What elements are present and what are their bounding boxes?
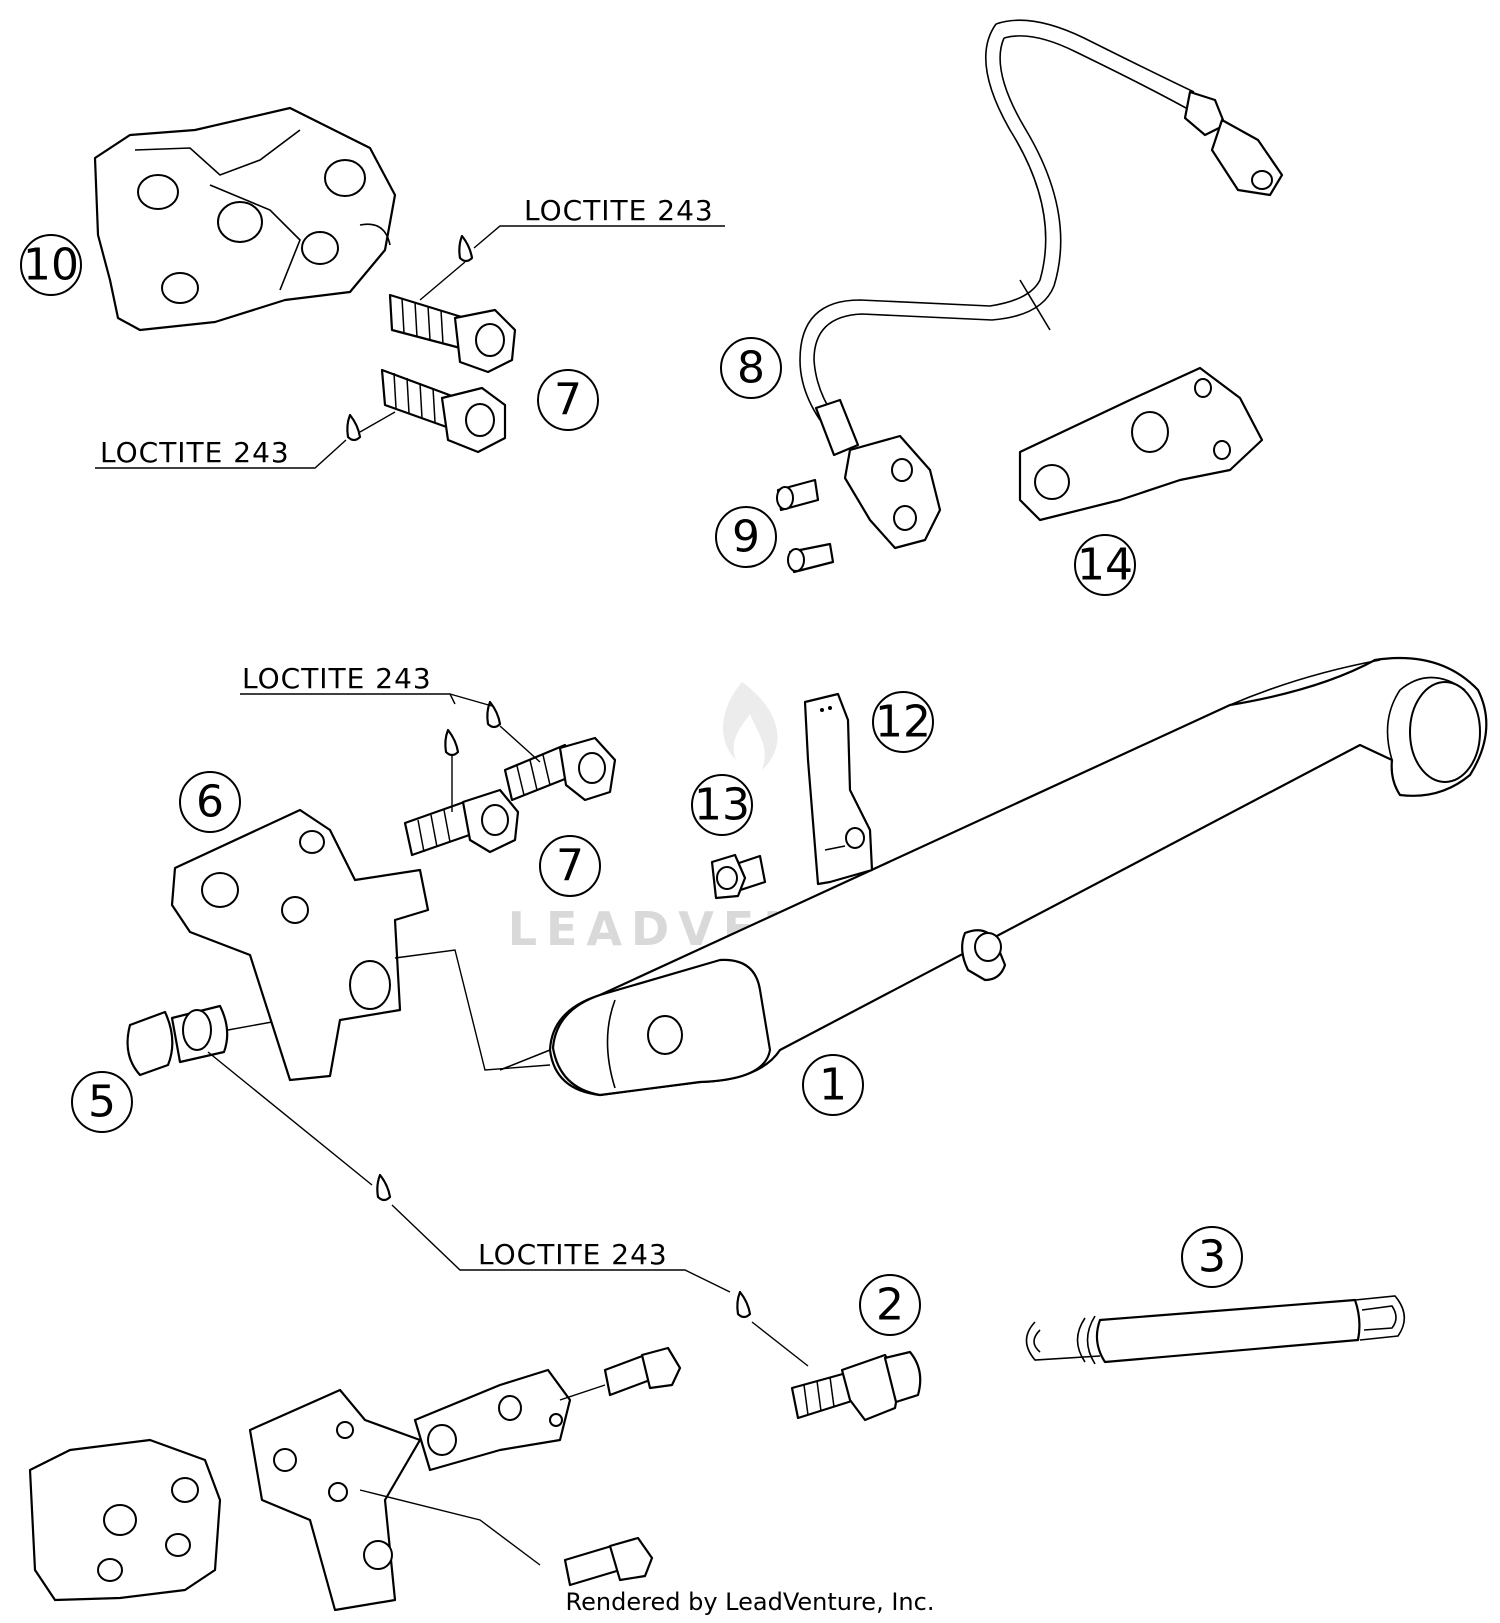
callout-5-label: 5 <box>88 1077 116 1128</box>
callout-1: 1 <box>802 1054 864 1116</box>
callout-14-label: 14 <box>1077 540 1133 591</box>
part-7-bolts-top <box>380 293 517 454</box>
part-10-mounting-bracket <box>93 106 397 332</box>
loctite-label-top-left: LOCTITE 243 <box>100 436 290 469</box>
callout-7-top: 7 <box>537 369 599 431</box>
part-13-screw <box>710 853 767 900</box>
callout-7-middle-label: 7 <box>556 841 584 892</box>
callout-8: 8 <box>720 337 782 399</box>
callout-13: 13 <box>691 774 753 836</box>
callout-6-label: 6 <box>196 777 224 828</box>
part-9-screws <box>776 478 835 574</box>
callout-3: 3 <box>1181 1226 1243 1288</box>
callout-1-label: 1 <box>819 1060 847 1111</box>
credit-text: Rendered by LeadVenture, Inc. <box>566 1588 935 1616</box>
callout-14: 14 <box>1074 534 1136 596</box>
loctite-leaders-top <box>95 225 725 469</box>
loctite-label-top-right: LOCTITE 243 <box>524 194 714 227</box>
part-6-stand-bracket <box>170 808 551 1082</box>
part-3-spring <box>1025 1295 1406 1365</box>
part-14-switch-plate <box>1018 366 1264 522</box>
callout-7-top-label: 7 <box>554 375 582 426</box>
part-2-stand-bolt <box>790 1350 922 1422</box>
loctite-label-middle: LOCTITE 243 <box>242 662 432 695</box>
callout-13-label: 13 <box>694 780 750 831</box>
assembled-view-thumbnail <box>28 1346 682 1612</box>
callout-12: 12 <box>872 691 934 753</box>
callout-6: 6 <box>179 771 241 833</box>
callout-5: 5 <box>71 1071 133 1133</box>
callout-9: 9 <box>715 506 777 568</box>
part-12-switch-cam <box>803 692 874 886</box>
callout-7-middle: 7 <box>539 835 601 897</box>
callout-12-label: 12 <box>875 697 931 748</box>
loctite-label-bottom: LOCTITE 243 <box>478 1238 668 1271</box>
callout-2-label: 2 <box>876 1280 904 1331</box>
callout-10: 10 <box>20 234 82 296</box>
callout-10-label: 10 <box>23 240 79 291</box>
part-5-pivot-bolt <box>126 1004 273 1077</box>
callout-3-label: 3 <box>1198 1232 1226 1283</box>
part-1-side-stand <box>499 656 1488 1097</box>
part-7-bolts-middle <box>240 693 617 857</box>
loctite-leaders-lower <box>207 1051 809 1367</box>
loctite-drop <box>346 234 474 442</box>
callout-8-label: 8 <box>737 343 765 394</box>
callout-9-label: 9 <box>732 512 760 563</box>
callout-2: 2 <box>859 1274 921 1336</box>
part-8-side-stand-switch <box>799 19 1284 550</box>
